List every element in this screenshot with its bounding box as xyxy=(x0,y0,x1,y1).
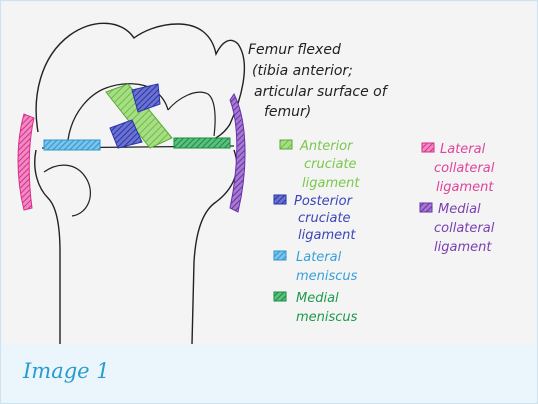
legend-label-medial-meniscus: Medial meniscus xyxy=(296,291,358,325)
legend-label-medial-collateral: Medial collateral ligament xyxy=(434,202,498,255)
legend-label-line: cruciate xyxy=(304,157,357,172)
legend-label-line: cruciate xyxy=(298,211,351,226)
legend-label-line: Posterior xyxy=(294,194,354,209)
legend-swatch-medial-meniscus xyxy=(274,292,286,301)
legend-label-line: Anterior xyxy=(299,139,354,154)
legend-label-line: ligament xyxy=(434,240,492,255)
tibia-outline xyxy=(35,150,60,344)
figure-title-line: femur) xyxy=(264,104,311,120)
lateral-collateral-ligament xyxy=(18,114,34,210)
legend-label-line: ligament xyxy=(298,228,356,243)
medial-collateral-ligament xyxy=(230,94,245,212)
legend-swatch-medial-collateral xyxy=(420,203,432,212)
legend-swatch-anterior-cruciate xyxy=(280,140,292,149)
legend-swatch-lateral-meniscus xyxy=(274,251,286,260)
caption-bar: Image 1 xyxy=(2,345,536,403)
legend-label-line: Lateral xyxy=(440,142,486,157)
legend-label-anterior-cruciate: Anterior cruciate ligament xyxy=(299,139,361,191)
legend-label-line: meniscus xyxy=(296,310,358,325)
figure-title-line: (tibia anterior; xyxy=(252,63,353,79)
legend-label-line: meniscus xyxy=(296,269,358,284)
knee-diagram-photo: Femur flexed (tibia anterior; articular … xyxy=(2,2,536,344)
legend-label-line: ligament xyxy=(302,176,360,191)
legend-label-line: collateral xyxy=(434,161,495,176)
legend-label-line: collateral xyxy=(434,221,495,236)
legend-label-line: Lateral xyxy=(296,250,342,265)
figure-title-line: articular surface of xyxy=(254,84,389,100)
legend-label-line: Medial xyxy=(296,291,339,306)
figure-title-line: Femur flexed xyxy=(248,42,341,58)
image-caption: Image 1 xyxy=(23,359,110,383)
legend-swatch-posterior-cruciate xyxy=(274,195,286,204)
legend-label-posterior-cruciate: Posterior cruciate ligament xyxy=(294,194,356,243)
legend-label-lateral-meniscus: Lateral meniscus xyxy=(296,250,358,284)
legend-label-lateral-collateral: Lateral collateral ligament xyxy=(434,142,498,195)
legend-swatch-lateral-collateral xyxy=(422,143,434,152)
figure-title: Femur flexed (tibia anterior; articular … xyxy=(248,42,391,120)
legend-label-line: Medial xyxy=(438,202,481,217)
legend-label-line: ligament xyxy=(436,180,494,195)
lateral-meniscus xyxy=(44,140,100,150)
knee-drawing: Femur flexed (tibia anterior; articular … xyxy=(2,2,536,344)
medial-meniscus xyxy=(174,138,230,148)
